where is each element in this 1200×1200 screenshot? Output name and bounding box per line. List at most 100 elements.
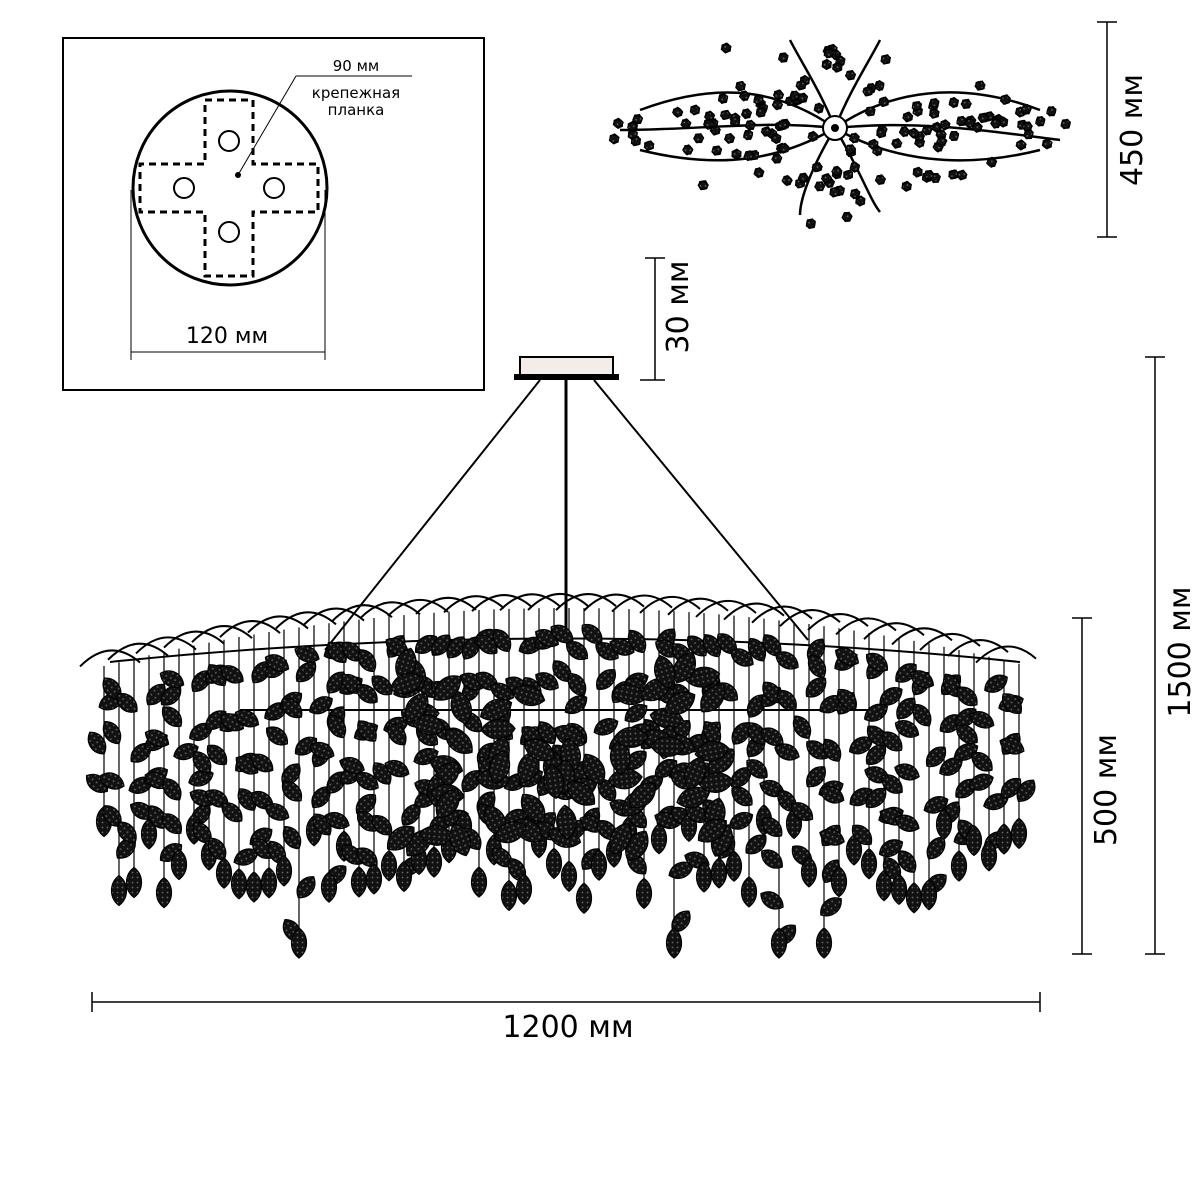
- crystal-leaf: [1035, 116, 1046, 126]
- crystal-leaf: [747, 637, 767, 662]
- crystal-leaf: [290, 927, 308, 959]
- frame-branch: [443, 595, 505, 614]
- crystal-leaf: [632, 114, 644, 124]
- crystal-leaf: [925, 746, 947, 768]
- crystal-leaf: [822, 738, 842, 762]
- crystal-leaf: [805, 219, 816, 229]
- crystal-leaf: [702, 634, 722, 658]
- crystal-leaf: [881, 731, 903, 752]
- crystal-leaf: [901, 181, 912, 191]
- crystal-leaf: [596, 669, 616, 690]
- crystal-leaf: [711, 146, 723, 155]
- crystal-leaf: [879, 687, 903, 706]
- crystal-leaf: [948, 170, 959, 179]
- frame-branch: [555, 593, 617, 611]
- frame-branch: [359, 601, 421, 620]
- crystal-leaf: [1041, 139, 1053, 149]
- crystal-leaf: [476, 634, 498, 655]
- crystal-leaf: [965, 824, 983, 857]
- crystal-leaf: [777, 120, 789, 130]
- crystal-leaf: [99, 772, 125, 790]
- crystal-leaf: [968, 773, 994, 791]
- crystal-leaf: [929, 98, 940, 108]
- crystal-leaf: [792, 715, 812, 739]
- width-label: 1200 мм: [502, 1010, 633, 1045]
- crystal-leaf: [221, 802, 243, 823]
- crystal-leaf: [956, 724, 978, 744]
- crystal-leaf: [815, 927, 833, 959]
- crystal-leaf: [977, 113, 989, 123]
- crystal-leaf: [697, 180, 709, 190]
- crystal-leaf: [155, 876, 173, 909]
- crystal-leaf: [797, 93, 809, 103]
- crystal-leaf: [864, 703, 888, 722]
- crystal-leaf: [844, 70, 857, 80]
- crystal-leaf: [607, 768, 643, 790]
- crystal-leaf: [703, 119, 715, 129]
- crystal-leaf: [650, 822, 668, 855]
- crystal-leaf: [956, 116, 967, 126]
- crystal-leaf: [807, 132, 819, 141]
- frame-branch: [275, 611, 337, 630]
- crystal-leaf: [747, 722, 767, 746]
- crystal-leaf: [387, 825, 415, 851]
- crystal-leaf: [841, 212, 853, 222]
- crystal-leaf: [356, 811, 378, 832]
- canopy-height-label: 30 мм: [661, 261, 696, 354]
- bracket-width-label: 90 мм: [333, 57, 380, 75]
- crystal-leaf: [1016, 779, 1036, 802]
- crystal-leaf: [590, 849, 608, 881]
- crystal-leaf: [774, 743, 800, 761]
- crystal-leaf: [731, 786, 753, 807]
- crystal-leaf: [830, 865, 848, 898]
- crystal-leaf: [311, 786, 331, 809]
- crystal-leaf: [823, 48, 835, 58]
- crystal-leaf: [693, 133, 705, 143]
- crystal-leaf: [613, 726, 649, 748]
- frame-branch: [471, 594, 533, 612]
- crystal-leaf: [843, 170, 854, 180]
- crystal-leaf: [281, 781, 303, 802]
- frame-branch: [163, 630, 225, 649]
- crystal-leaf: [250, 753, 274, 773]
- crystal-leaf: [523, 738, 556, 762]
- crystal-leaf: [850, 189, 861, 199]
- crystal-leaf: [140, 818, 158, 850]
- crystal-leaf: [908, 128, 920, 138]
- ceiling-canopy: [519, 356, 614, 376]
- crystal-leaf: [281, 698, 303, 719]
- crystal-leaf: [435, 789, 460, 819]
- crystal-leaf: [355, 772, 379, 791]
- crystal-leaf: [294, 645, 320, 663]
- crystal-leaf: [511, 684, 546, 707]
- crystal-leaf: [829, 187, 840, 197]
- crystal-leaf: [849, 162, 861, 172]
- crystal-leaf: [928, 109, 940, 118]
- crystal-leaf: [865, 106, 876, 116]
- crystal-leaf: [296, 876, 316, 899]
- crystal-leaf: [500, 879, 518, 912]
- crystal-leaf: [813, 103, 825, 113]
- frame-branch: [499, 593, 561, 612]
- crystal-leaf: [777, 689, 797, 711]
- crystal-leaf: [694, 740, 730, 762]
- crystal-leaf: [949, 131, 960, 141]
- crystal-leaf: [535, 672, 559, 691]
- bracket-label-line1: крепежная: [312, 84, 400, 102]
- crystal-leaf: [729, 117, 741, 126]
- crystal-leaf: [795, 80, 807, 90]
- crystal-leaf: [819, 828, 845, 846]
- crystal-leaf: [806, 766, 826, 788]
- crystal-leaf: [698, 772, 734, 793]
- frame-branch: [303, 607, 365, 626]
- crystal-leaf: [874, 81, 885, 91]
- crystal-leaf: [710, 857, 728, 889]
- crystal-leaf: [687, 635, 707, 657]
- screw-hole-right: [263, 177, 285, 199]
- crystal-leaf: [872, 146, 883, 156]
- crystal-leaf: [161, 706, 183, 728]
- body-height-label: 500 мм: [1089, 734, 1124, 846]
- crystal-leaf: [834, 647, 860, 666]
- crystal-leaf: [275, 855, 293, 887]
- crystal-leaf: [125, 866, 143, 899]
